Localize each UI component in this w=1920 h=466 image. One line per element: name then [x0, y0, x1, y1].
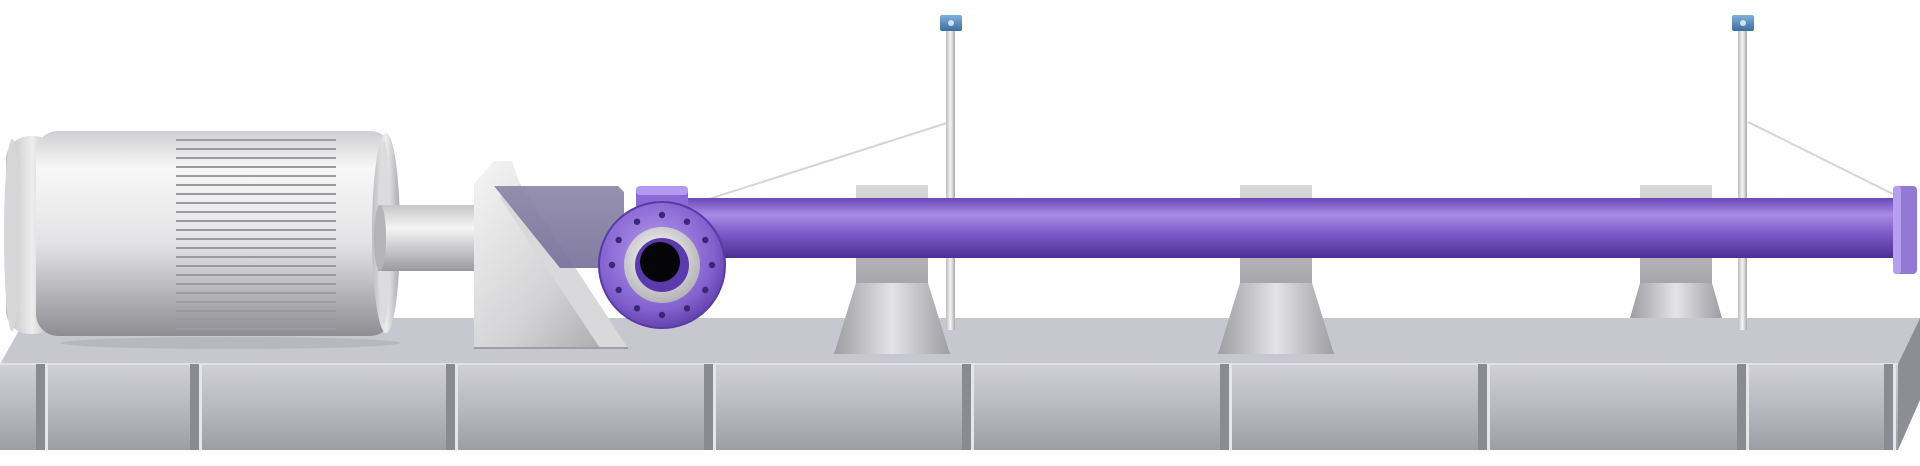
support-foot	[834, 283, 950, 354]
flange-bolt	[708, 261, 716, 269]
base-rib-highlight	[1487, 364, 1490, 450]
guy-wire-left	[683, 121, 951, 208]
base-rib-highlight	[455, 364, 458, 450]
flange-bolt	[633, 218, 641, 225]
base-rib	[1478, 364, 1487, 450]
support-foot	[1630, 283, 1722, 318]
mast-left	[940, 15, 962, 330]
base-rib	[1884, 364, 1893, 450]
flange-bolt	[615, 286, 622, 294]
base-rib	[1220, 364, 1229, 450]
skid-base	[0, 318, 1920, 450]
motor-cooling-fins	[176, 139, 336, 330]
base-rib	[1737, 364, 1746, 450]
base-stiffener-ribs	[36, 364, 1896, 450]
drive-shaft	[374, 205, 478, 271]
base-rib	[962, 364, 971, 450]
support-foot	[1218, 283, 1334, 354]
flange-bolt	[683, 218, 691, 225]
inlet-flange	[598, 201, 726, 329]
guy-wires	[683, 121, 1898, 208]
base-right-end	[1898, 318, 1920, 450]
base-rib-highlight	[45, 364, 48, 450]
flange-bolt	[608, 261, 616, 269]
flange-bolt	[633, 305, 641, 312]
base-rib	[704, 364, 713, 450]
mast-right	[1732, 15, 1754, 330]
bearing-housing	[474, 161, 628, 349]
rotor-stator-tube	[640, 186, 1917, 274]
base-rib	[446, 364, 455, 450]
electric-motor	[4, 131, 400, 349]
base-rib	[190, 364, 199, 450]
base-rib	[36, 364, 45, 450]
flange-bolts	[608, 211, 716, 319]
flange-bolt	[615, 236, 622, 244]
base-rib-highlight	[1893, 364, 1896, 450]
base-rib-highlight	[1229, 364, 1232, 450]
base-rib-highlight	[971, 364, 974, 450]
motor-body	[36, 131, 392, 336]
coupling-housing	[494, 186, 624, 268]
flange-bolt	[702, 236, 709, 244]
base-rib-highlight	[1746, 364, 1749, 450]
base-rib-highlight	[199, 364, 202, 450]
flange-bolt	[683, 305, 691, 312]
guy-wire-right	[1747, 121, 1898, 197]
base-front-face	[0, 364, 1898, 450]
flange-bolt	[658, 211, 666, 219]
flange-bolt	[658, 311, 666, 319]
base-rib-highlight	[713, 364, 716, 450]
flange-bolt	[702, 286, 709, 294]
